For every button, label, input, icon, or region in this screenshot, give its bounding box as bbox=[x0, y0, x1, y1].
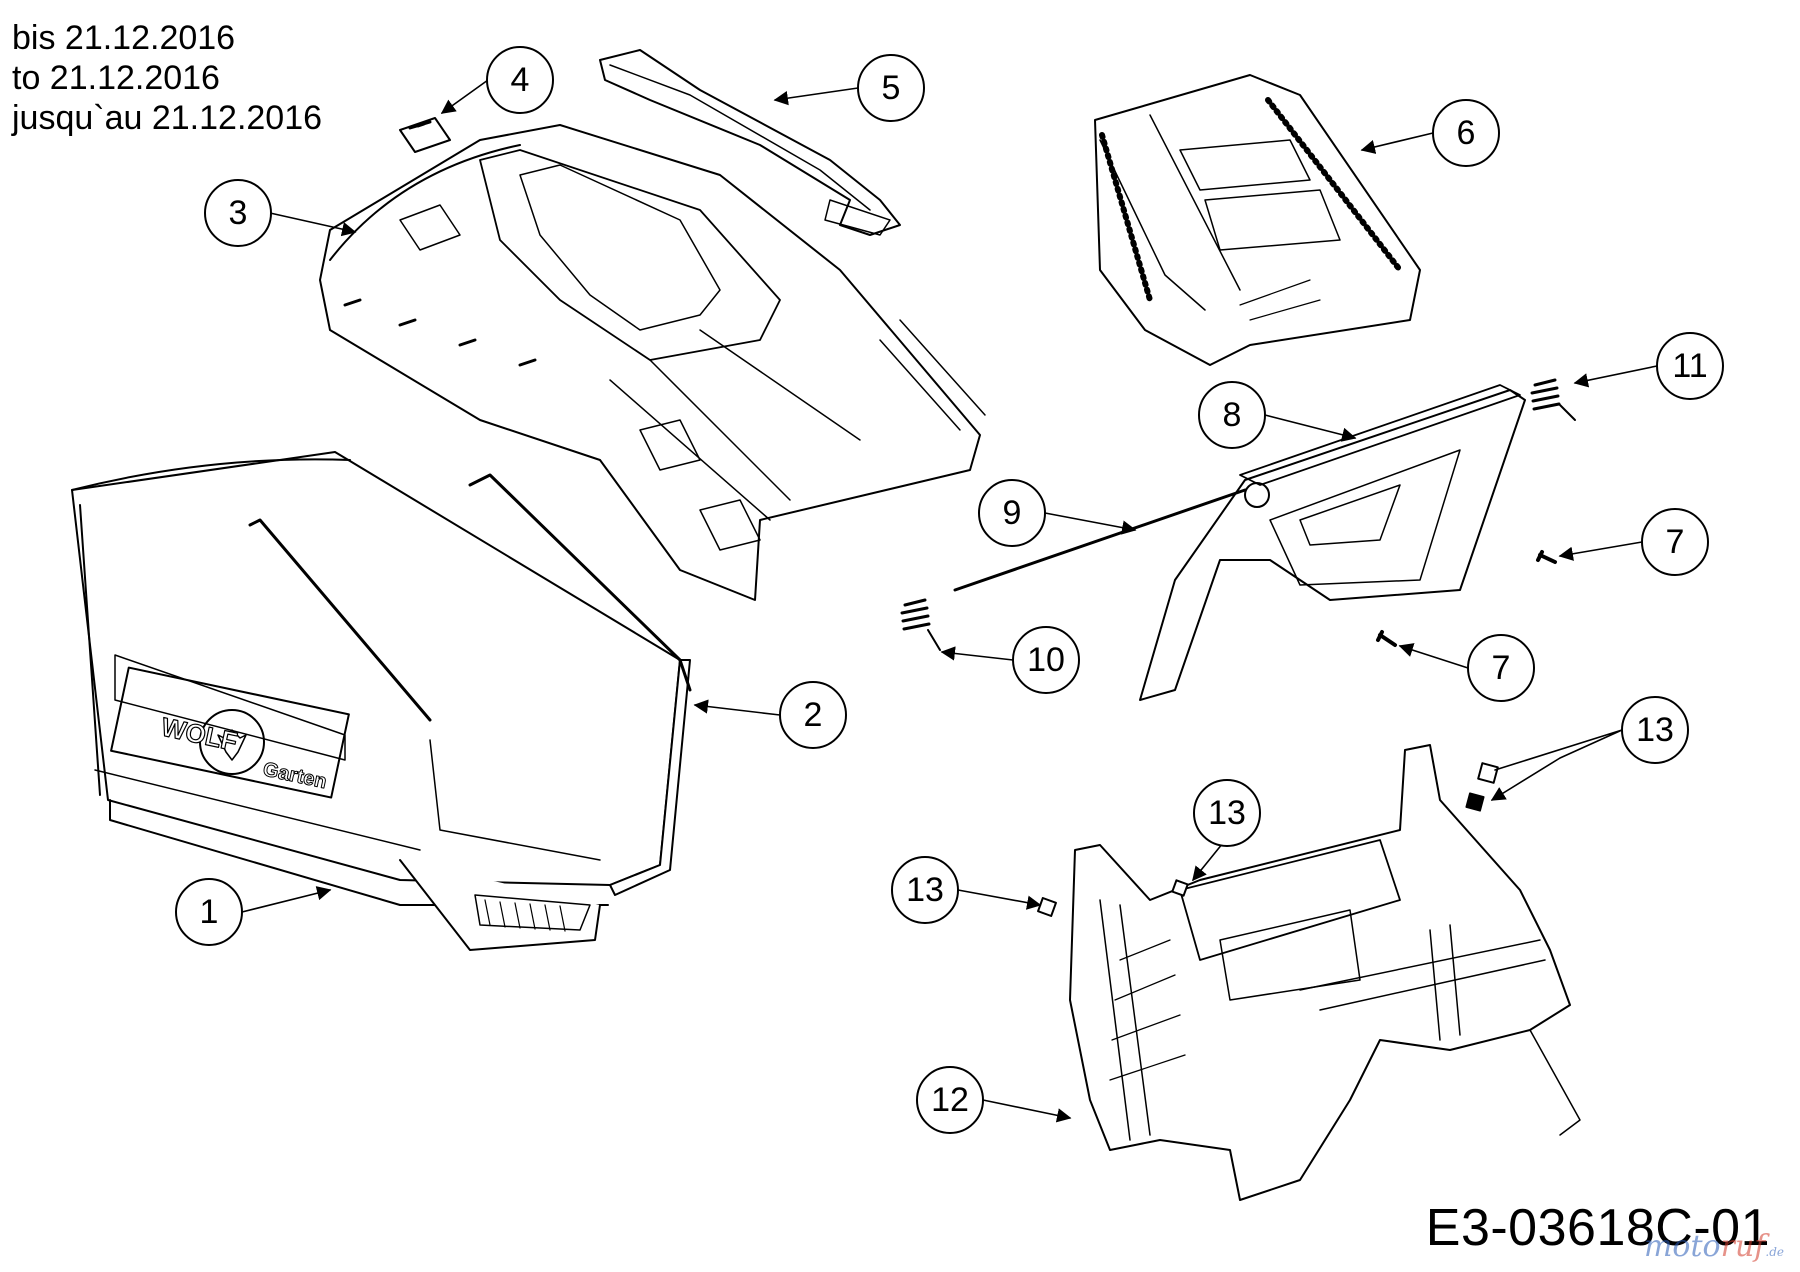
watermark-part-2: ruf bbox=[1720, 1229, 1766, 1264]
part-7-screw-upper bbox=[1536, 550, 1557, 564]
callout-1-label: 1 bbox=[200, 893, 219, 931]
callout-4-label: 4 bbox=[511, 61, 530, 99]
part-13-nut-left bbox=[1037, 897, 1057, 917]
leader-lines bbox=[241, 79, 1658, 1123]
callout-13-center: 13 bbox=[1193, 779, 1261, 847]
callout-13-right-label: 13 bbox=[1636, 711, 1674, 749]
part-10-spring bbox=[900, 598, 941, 651]
part-6-indicator-cover bbox=[1094, 74, 1421, 366]
callout-11-label: 11 bbox=[1672, 347, 1707, 385]
callout-12-label: 12 bbox=[931, 1081, 969, 1119]
callout-1: 1 bbox=[175, 878, 243, 946]
callout-7-upper-label: 7 bbox=[1666, 523, 1685, 561]
callout-5-label: 5 bbox=[882, 69, 901, 107]
validity-date-text: bis 21.12.2016 to 21.12.2016 jusqu`au 21… bbox=[12, 18, 322, 138]
callout-10: 10 bbox=[1012, 626, 1080, 694]
callout-7-lower-label: 7 bbox=[1492, 649, 1511, 687]
callout-9-label: 9 bbox=[1003, 494, 1022, 532]
callout-3: 3 bbox=[204, 179, 272, 247]
callout-2-label: 2 bbox=[804, 696, 823, 734]
callout-12: 12 bbox=[916, 1066, 984, 1134]
part-2-frame-wire bbox=[248, 473, 692, 722]
callout-11: 11 bbox=[1656, 332, 1724, 400]
part-1-grass-catcher: WOLF Garten bbox=[71, 451, 691, 951]
callout-5: 5 bbox=[857, 54, 925, 122]
callout-6-label: 6 bbox=[1457, 114, 1476, 152]
watermark-part-3: .de bbox=[1765, 1245, 1784, 1259]
callout-9: 9 bbox=[978, 479, 1046, 547]
part-7-screw-lower bbox=[1376, 630, 1397, 647]
callout-13-left: 13 bbox=[891, 856, 959, 924]
part-9-axle-rod bbox=[953, 488, 1247, 592]
callout-4: 4 bbox=[486, 46, 554, 114]
part-8-flap bbox=[1139, 384, 1526, 701]
part-3-catcher-lid bbox=[319, 124, 986, 601]
watermark-logo: motoruf.de bbox=[1644, 1229, 1784, 1264]
part-13-nut-right-b bbox=[1465, 792, 1485, 812]
callout-2: 2 bbox=[779, 681, 847, 749]
part-4-clip bbox=[399, 117, 451, 153]
date-line-en: to 21.12.2016 bbox=[12, 59, 220, 97]
callout-3-label: 3 bbox=[229, 194, 248, 232]
drawing-code: E3-03618C-01 bbox=[1425, 1199, 1770, 1257]
callout-7-upper: 7 bbox=[1641, 508, 1709, 576]
part-12-rear-housing bbox=[1069, 744, 1581, 1201]
callout-10-label: 10 bbox=[1027, 641, 1065, 679]
callout-8-label: 8 bbox=[1223, 396, 1242, 434]
part-13-nut-right-a bbox=[1477, 762, 1499, 784]
callout-13-right: 13 bbox=[1621, 696, 1689, 764]
callout-8: 8 bbox=[1198, 381, 1266, 449]
date-line-fr: jusqu`au 21.12.2016 bbox=[12, 99, 323, 137]
date-line-de: bis 21.12.2016 bbox=[12, 19, 236, 57]
watermark-part-1: moto bbox=[1643, 1229, 1721, 1264]
callout-6: 6 bbox=[1432, 99, 1500, 167]
part-11-spring bbox=[1530, 378, 1576, 421]
callout-7-lower: 7 bbox=[1467, 634, 1535, 702]
part-13-nut-center bbox=[1171, 879, 1189, 897]
part-5-carry-handle bbox=[599, 49, 901, 236]
callout-13-left-label: 13 bbox=[906, 871, 944, 909]
callout-13-center-label: 13 bbox=[1208, 794, 1246, 832]
